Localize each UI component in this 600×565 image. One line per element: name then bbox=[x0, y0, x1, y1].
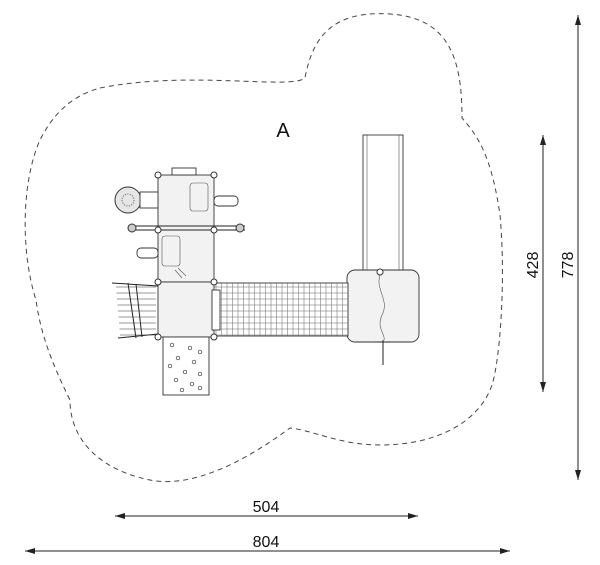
net-bridge bbox=[211, 282, 349, 337]
upper-tower bbox=[154, 167, 239, 231]
dimension-778-label: 778 bbox=[560, 252, 577, 279]
slide bbox=[362, 134, 404, 276]
dimension-804-label: 804 bbox=[253, 534, 280, 551]
dimension-height-outer: 778 bbox=[560, 15, 581, 480]
safety-zone-outline bbox=[24, 13, 503, 482]
area-label: A bbox=[276, 120, 290, 142]
slide-platform bbox=[346, 268, 420, 365]
crossbar bbox=[127, 223, 245, 234]
dimension-428-label: 428 bbox=[525, 252, 542, 279]
dimension-height-inner: 428 bbox=[525, 135, 546, 392]
telescope-element bbox=[114, 186, 159, 214]
dimension-width-inner: 504 bbox=[115, 499, 418, 519]
middle-tower bbox=[136, 229, 215, 283]
ladder bbox=[111, 282, 159, 339]
dimension-504-label: 504 bbox=[253, 499, 280, 516]
climbing-wall bbox=[162, 336, 210, 396]
dimension-width-outer: 804 bbox=[25, 534, 510, 554]
lower-tower bbox=[154, 278, 221, 341]
